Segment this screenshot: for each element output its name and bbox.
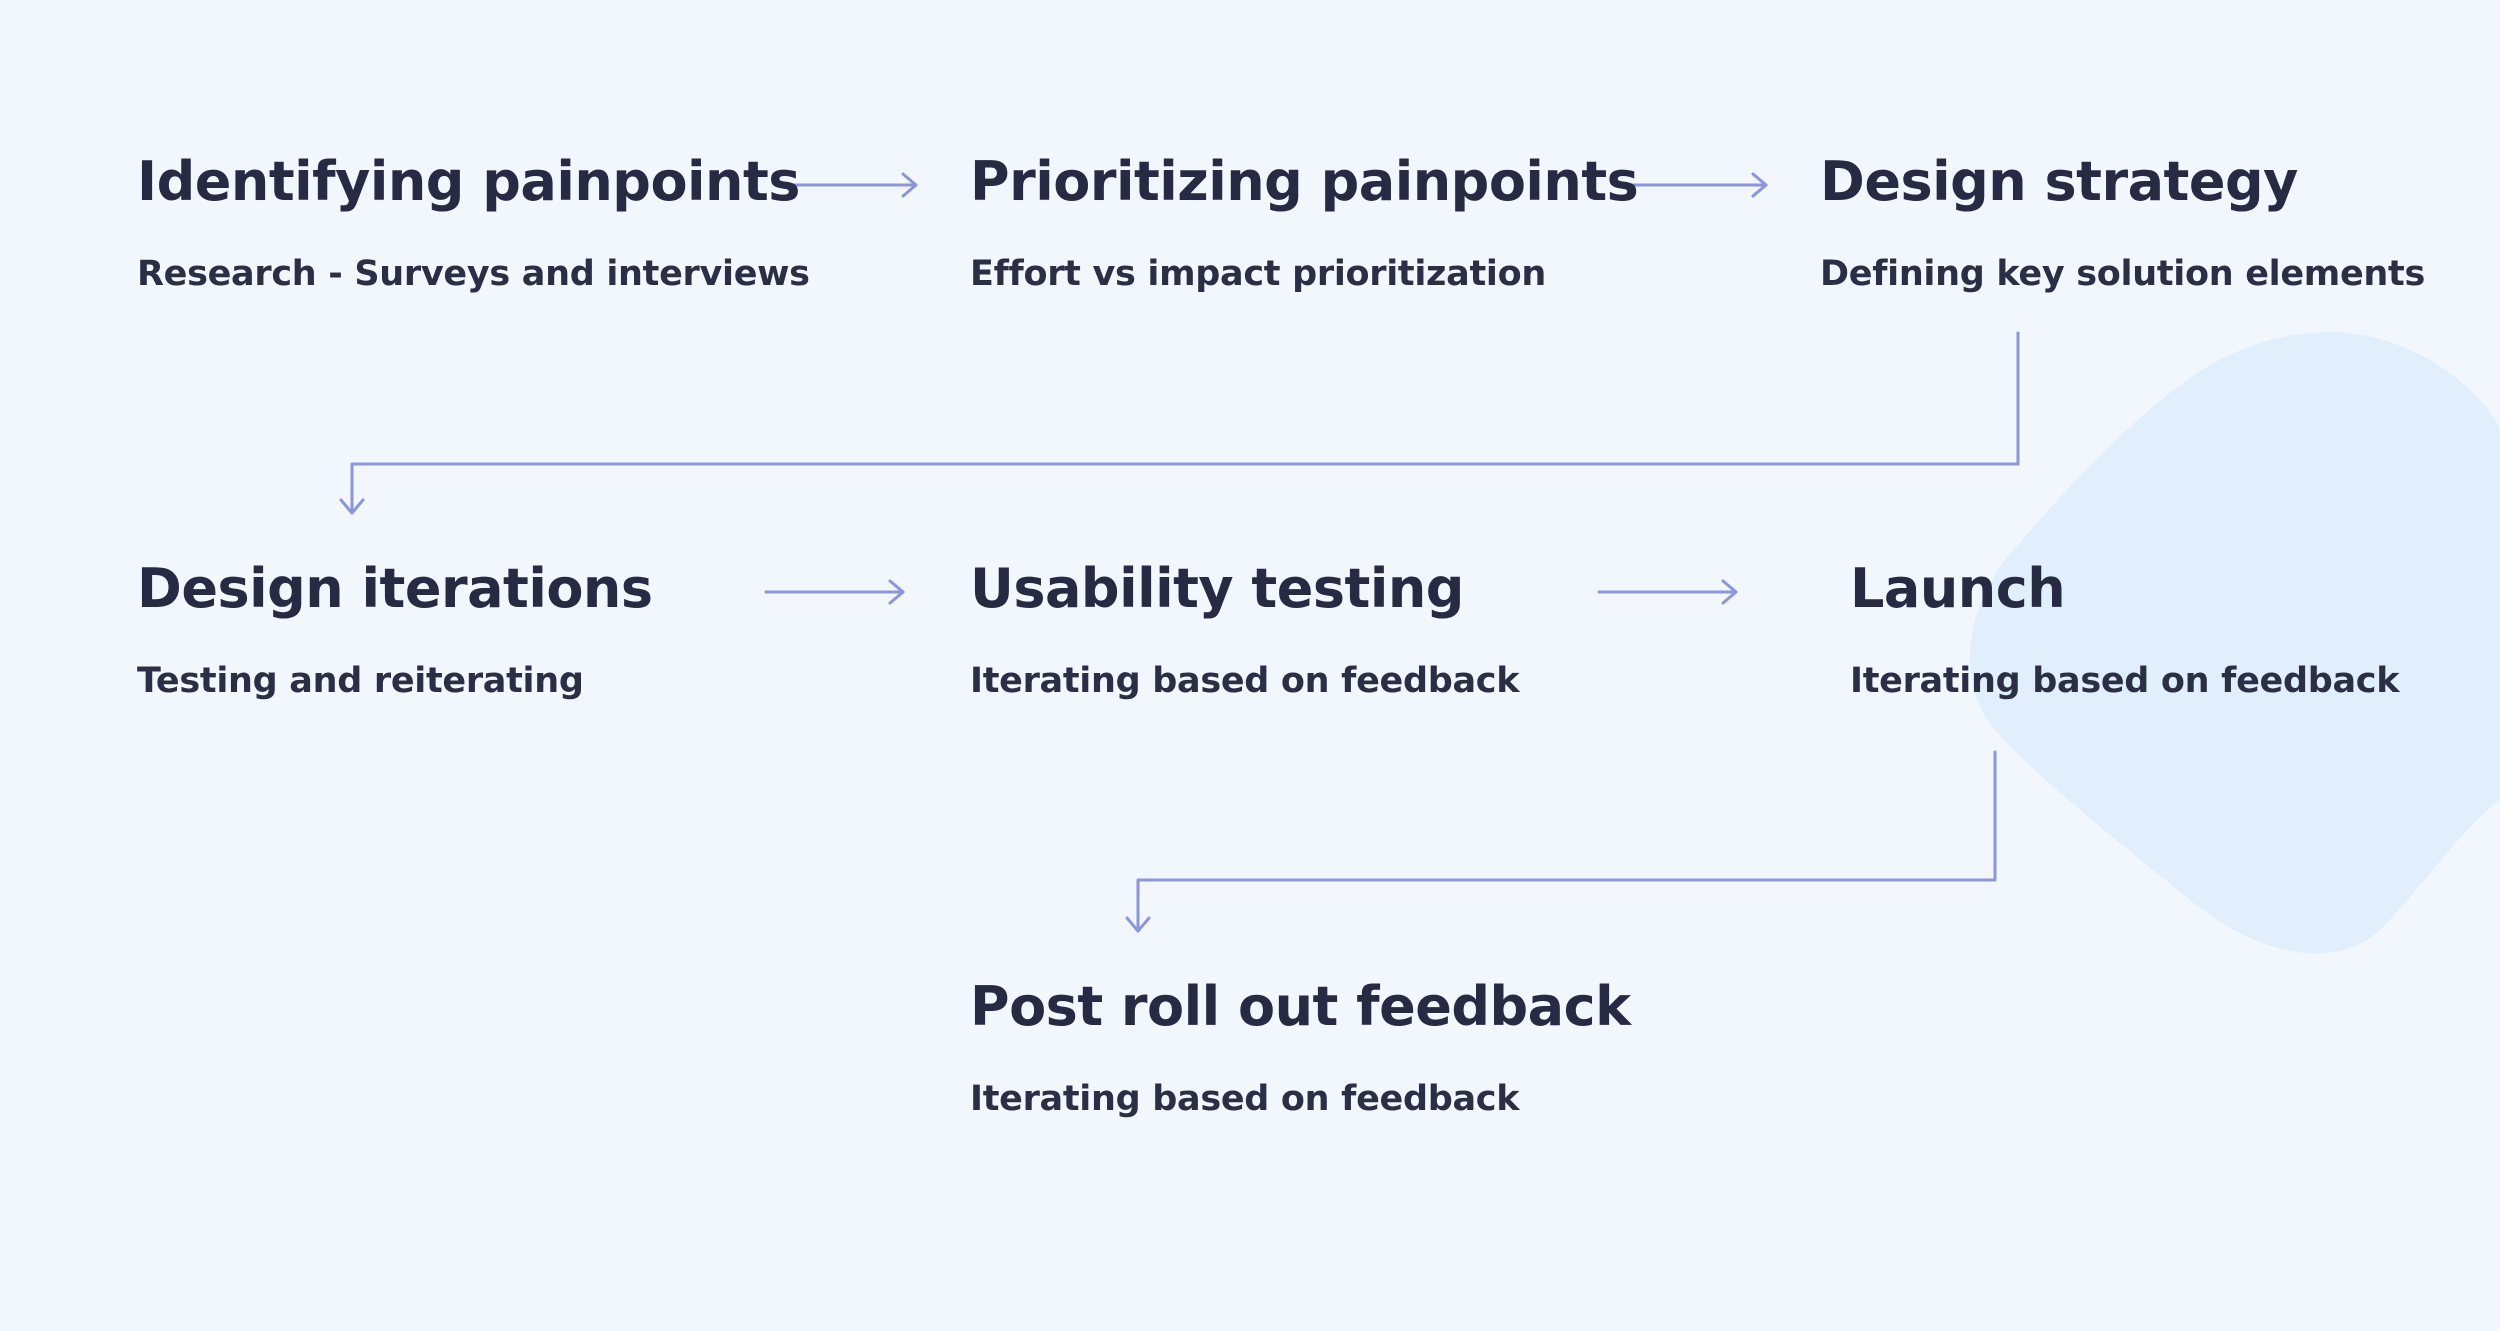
arrow-usability-to-launch bbox=[1597, 579, 1738, 605]
arrow-iterations-to-usability bbox=[764, 579, 905, 605]
step-title: Usability testing bbox=[970, 557, 1464, 620]
step-subtitle: Iterating based on feedback bbox=[970, 661, 1520, 701]
step-subtitle: Effort vs impact prioritization bbox=[970, 254, 1546, 294]
step-subtitle: Testing and reiterating bbox=[137, 661, 584, 701]
step-design-iterations: Design iterations Testing and reiteratin… bbox=[137, 562, 653, 699]
elbow-arrow-launch-to-post-rollout bbox=[1125, 750, 1997, 933]
step-title: Design iterations bbox=[137, 557, 653, 620]
arrow-identifying-to-prioritizing bbox=[777, 172, 918, 198]
step-title: Launch bbox=[1850, 557, 2066, 620]
step-title: Identifying painpoints bbox=[137, 150, 800, 213]
step-design-strategy: Design strategy Defining key solution el… bbox=[1820, 155, 2425, 292]
arrow-prioritizing-to-strategy bbox=[1627, 172, 1768, 198]
step-subtitle: Research - Surveys and interviews bbox=[137, 254, 810, 294]
step-subtitle: Defining key solution elements bbox=[1820, 254, 2425, 294]
step-subtitle: Iterating based on feedback bbox=[970, 1079, 1520, 1119]
step-launch: Launch Iterating based on feedback bbox=[1850, 557, 2400, 701]
elbow-arrow-strategy-to-iterations bbox=[339, 331, 2020, 515]
step-title: Design strategy bbox=[1820, 150, 2298, 213]
step-title: Post roll out feedback bbox=[970, 975, 1631, 1038]
step-usability-testing: Usability testing Iterating based on fee… bbox=[970, 557, 1520, 701]
step-post-roll-out-feedback: Post roll out feedback Iterating based o… bbox=[970, 980, 1631, 1117]
step-subtitle: Iterating based on feedback bbox=[1850, 661, 2400, 701]
step-identifying-painpoints: Identifying painpoints Research - Survey… bbox=[137, 155, 810, 292]
step-prioritizing-painpoints: Prioritizing painpoints Effort vs impact… bbox=[970, 150, 1639, 294]
step-title: Prioritizing painpoints bbox=[970, 150, 1639, 213]
